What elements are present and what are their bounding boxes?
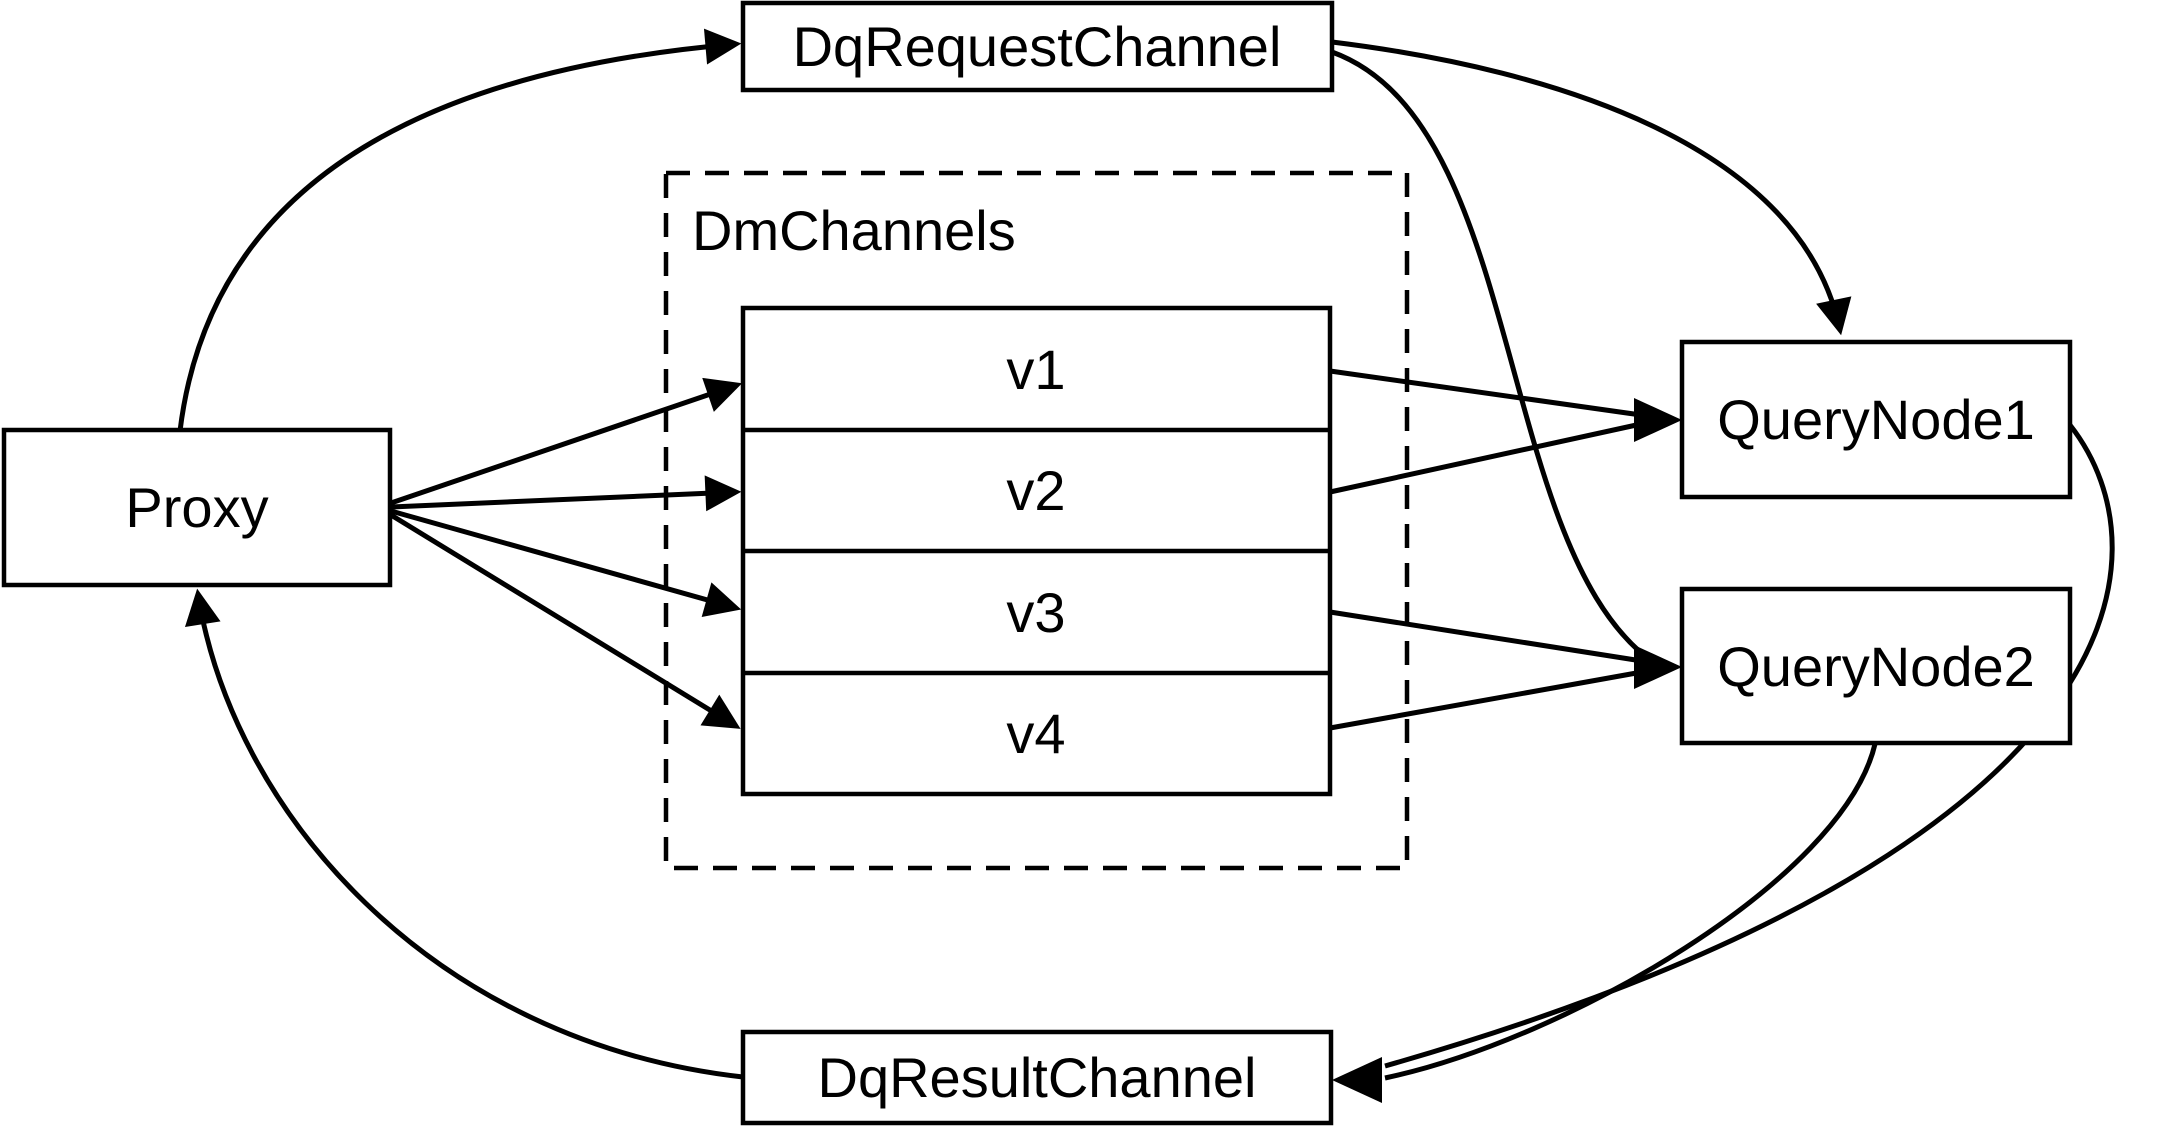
channel-v3-label: v3	[1006, 581, 1065, 644]
edge-proxy-to-dq-request-channel	[177, 28, 742, 432]
channel-v2-label: v2	[1006, 459, 1065, 522]
proxy-node: Proxy	[1, 427, 393, 588]
edge-v4-to-query-node2	[1329, 669, 1643, 731]
edge-dq-result-channel-to-proxy	[185, 588, 744, 1080]
edge-dq-request-channel-to-query-node2	[1331, 49, 1640, 652]
query-node2-box	[1679, 586, 2073, 746]
dq-result-channel-box	[740, 1029, 1334, 1126]
dq-request-channel-box	[740, 0, 1335, 93]
edge-proxy-to-v3	[390, 508, 742, 618]
arrowhead-into-query-node2	[1634, 645, 1682, 689]
query-node2: QueryNode2	[1679, 586, 2073, 746]
dm-channels-group: DmChannels v1 v2 v3 v4	[663, 170, 1410, 871]
dq-result-channel-node: DqResultChannel	[740, 1029, 1334, 1126]
query-node2-label: QueryNode2	[1717, 635, 2035, 698]
edge-proxy-to-v4	[389, 512, 741, 729]
channel-v1-label: v1	[1006, 338, 1065, 401]
proxy-node-label: Proxy	[125, 476, 268, 539]
edge-v1-to-query-node1	[1329, 368, 1642, 418]
dq-request-channel-node: DqRequestChannel	[740, 0, 1335, 93]
proxy-node-box	[1, 427, 393, 588]
edges	[177, 28, 2115, 1103]
edge-proxy-to-v1	[390, 377, 743, 506]
dq-result-channel-label: DqResultChannel	[818, 1046, 1257, 1109]
edge-query-node2-to-dq-result-channel	[1384, 743, 1878, 1081]
edge-v3-to-query-node2	[1329, 609, 1643, 664]
dm-channels-group-label: DmChannels	[692, 199, 1016, 262]
query-node1: QueryNode1	[1679, 339, 2073, 500]
edge-proxy-to-v2	[390, 475, 742, 512]
dq-request-channel-label: DqRequestChannel	[793, 15, 1282, 78]
arrowhead-into-query-node1	[1634, 398, 1682, 442]
edge-query-node1-to-dq-result-channel	[1384, 423, 2115, 1069]
arrowhead-into-dq-result-channel	[1332, 1057, 1382, 1103]
query-node1-box	[1679, 339, 2073, 500]
dm-channels-group-border	[663, 170, 1410, 871]
edge-v2-to-query-node1	[1329, 421, 1642, 495]
edge-dq-request-channel-to-query-node1	[1331, 39, 1852, 336]
query-node1-label: QueryNode1	[1717, 388, 2035, 451]
channel-v4-label: v4	[1006, 702, 1065, 765]
